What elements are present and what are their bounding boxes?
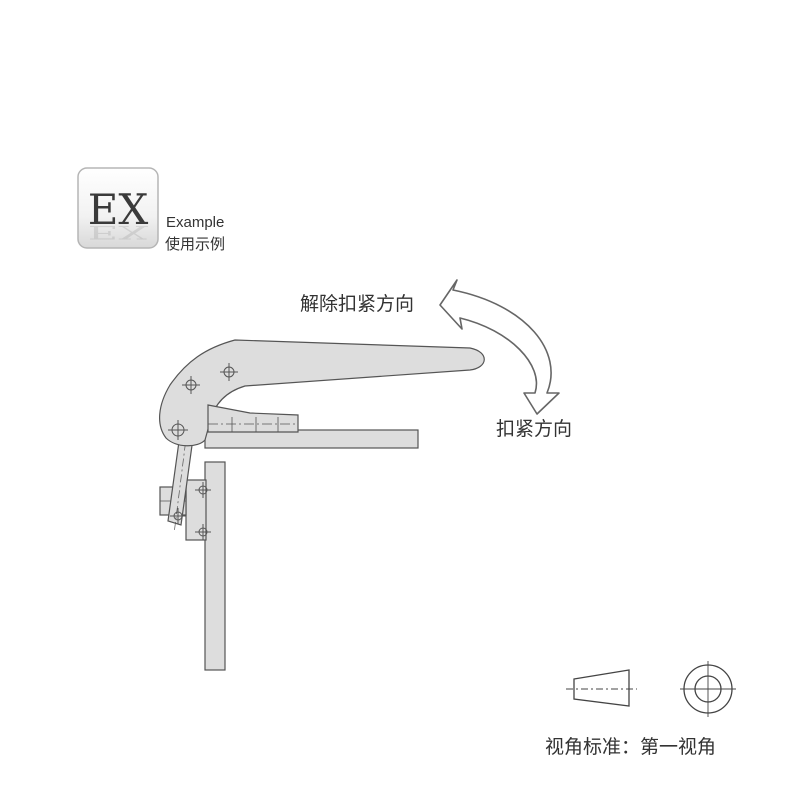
badge-letters-reflection: EX <box>88 221 150 243</box>
clamp-arm <box>207 404 299 433</box>
motion-arrow-icon <box>439 279 560 415</box>
badge-letters: EX <box>88 185 149 234</box>
release-direction-label: 解除扣紧方向 <box>300 293 415 315</box>
vertical-base-plate <box>204 461 226 671</box>
first-angle-projection-icon <box>566 661 736 717</box>
example-caption-en: Example <box>166 214 225 231</box>
example-badge: EX EX <box>77 167 159 249</box>
handle-lever <box>159 339 485 447</box>
pivot-pins <box>168 363 238 540</box>
clamp-direction-label: 扣紧方向 <box>496 418 573 440</box>
example-caption-cn: 使用示例 <box>165 235 226 253</box>
projection-standard-label: 视角标准：第一视角 <box>545 736 717 758</box>
workpiece-plate <box>204 429 419 449</box>
